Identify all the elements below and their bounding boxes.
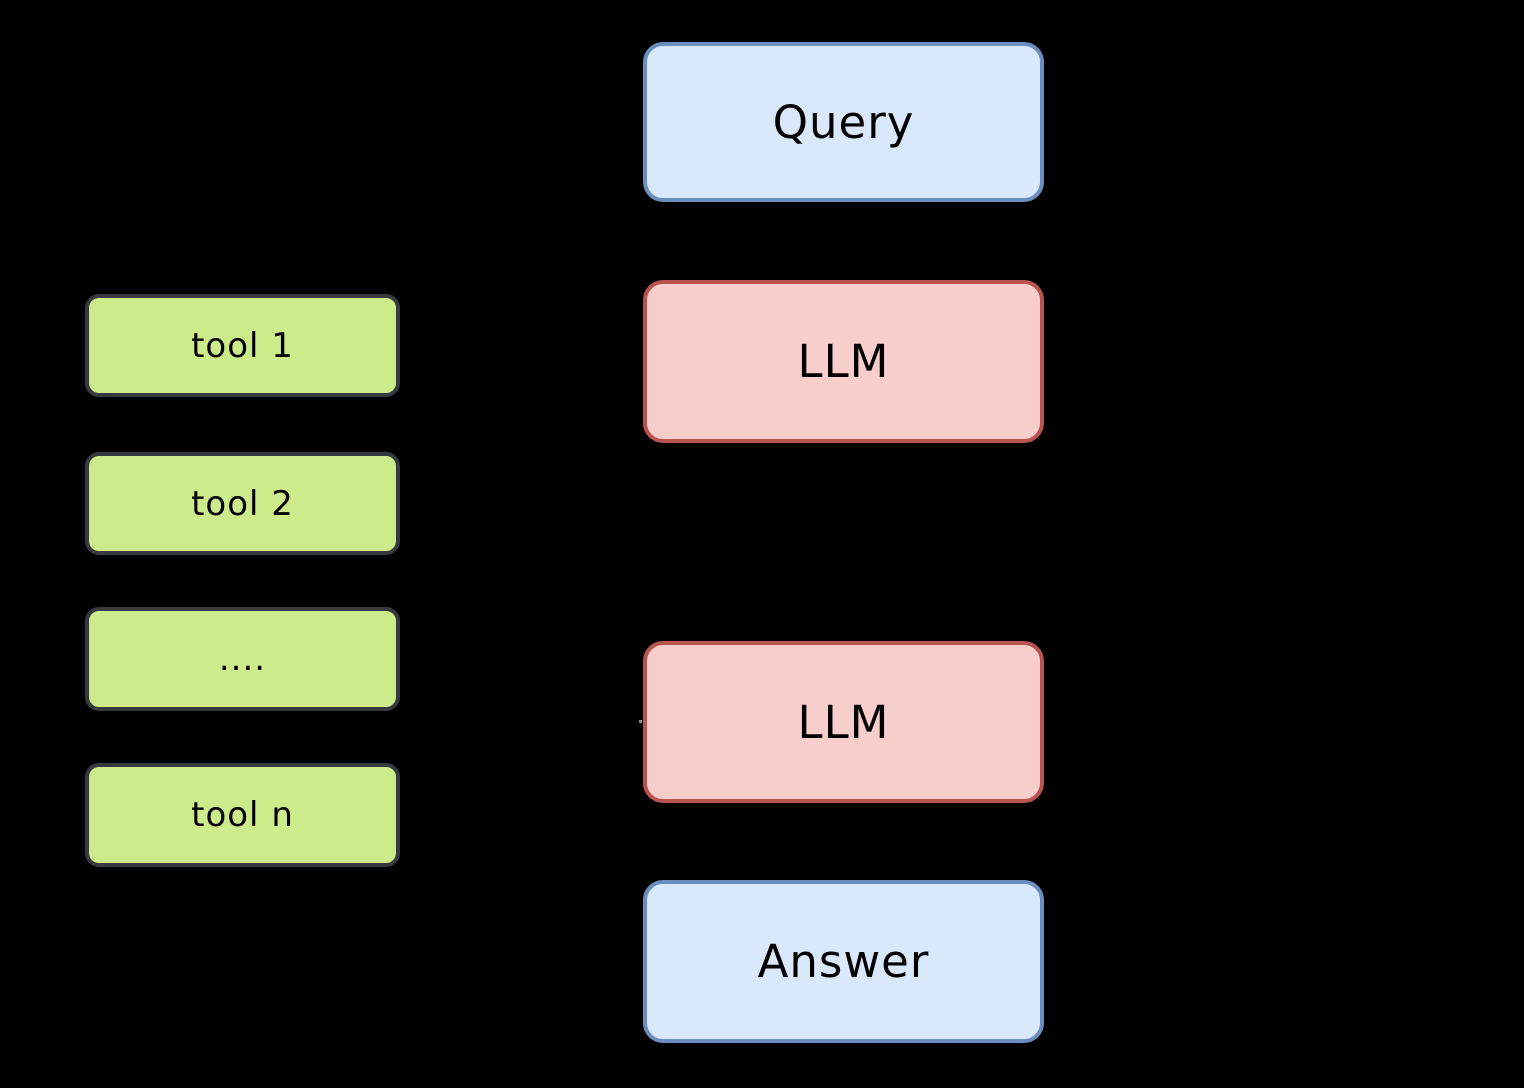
arrow-tip-artifact xyxy=(639,720,642,723)
tool-ellipsis-node-label: .... xyxy=(218,639,267,679)
tool-n-node-label: tool n xyxy=(191,795,294,835)
tool-2-node: tool 2 xyxy=(85,452,400,555)
tool-ellipsis-node: .... xyxy=(85,607,400,711)
llm-bottom-node-label: LLM xyxy=(797,695,890,749)
tool-1-node-label: tool 1 xyxy=(191,325,294,366)
query-node-label: Query xyxy=(772,95,915,149)
answer-node-label: Answer xyxy=(757,935,930,988)
tool-1-node: tool 1 xyxy=(85,294,400,397)
llm-top-node-label: LLM xyxy=(797,335,890,388)
tool-n-node: tool n xyxy=(85,763,400,867)
llm-bottom-node: LLM xyxy=(643,641,1044,803)
tool-2-node-label: tool 2 xyxy=(191,483,294,524)
llm-top-node: LLM xyxy=(643,280,1044,443)
query-node: Query xyxy=(643,42,1044,202)
answer-node: Answer xyxy=(643,880,1044,1043)
